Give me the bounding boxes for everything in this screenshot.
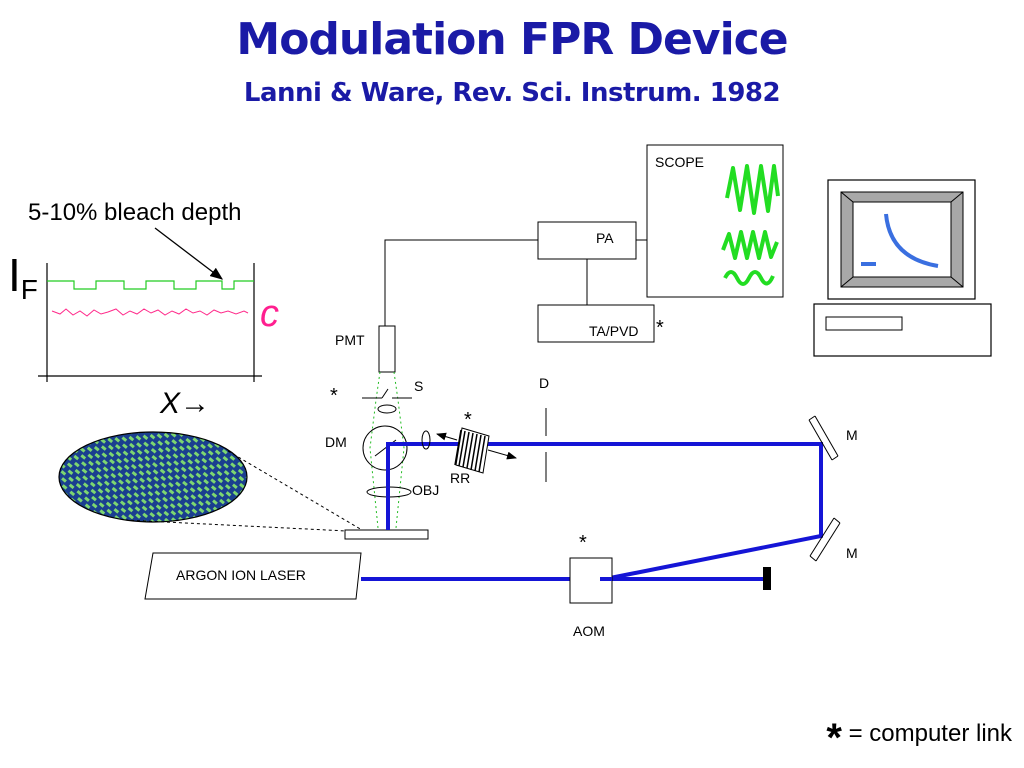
- mirror-2-front: [809, 517, 835, 557]
- mirror-2-label: M: [846, 545, 858, 561]
- page-title: Modulation FPR Device: [236, 14, 788, 65]
- ronchi-motion-arrow-right: [487, 449, 517, 460]
- pmt-label: PMT: [335, 332, 365, 348]
- beam-lens: [421, 430, 431, 450]
- slit-computer-link-mark: *: [330, 385, 338, 407]
- pa-label: PA: [596, 230, 614, 246]
- dm-label: DM: [325, 434, 347, 450]
- rr-computer-link-mark: *: [464, 409, 472, 431]
- page-subtitle: Lanni & Ware, Rev. Sci. Instrum. 1982: [243, 78, 781, 108]
- slit-blade: [381, 388, 389, 399]
- grating-line: [474, 434, 482, 472]
- pmt-to-pa-wire: [384, 239, 538, 326]
- mirror-1-label: M: [846, 427, 858, 443]
- scope-label: SCOPE: [655, 154, 704, 170]
- slit-label: S: [414, 378, 423, 394]
- bleach-depth-annotation: 5-10% bleach depth: [28, 199, 242, 226]
- concentration-trace: [51, 308, 249, 317]
- disk-drive-slot: [825, 316, 903, 331]
- aom-label: AOM: [573, 623, 605, 639]
- grating-line: [462, 431, 470, 468]
- mirror-1-edge: [808, 415, 816, 421]
- bevel-bl: [840, 276, 854, 288]
- grating-line: [478, 435, 486, 473]
- pa-box: [537, 221, 637, 260]
- grating-line: [458, 430, 466, 467]
- ronchi-motion-arrow-left: [436, 432, 458, 441]
- bevel-tr: [950, 191, 964, 203]
- pmt-box: [378, 325, 396, 373]
- tube-lens: [377, 404, 397, 414]
- laser-label: ARGON ION LASER: [176, 567, 306, 583]
- bleach-inset: 5-10% bleach depth IF c X→: [8, 199, 279, 420]
- legend-text: = computer link: [841, 720, 1012, 747]
- recovery-curve: [884, 213, 939, 268]
- position-axis-label: X→: [159, 387, 210, 420]
- tapvd-label: TA/PVD: [589, 323, 639, 339]
- mirror-2-edge: [809, 555, 817, 562]
- electronics: PA TA/PVD * SCOPE: [384, 144, 784, 343]
- fluorescence-trace: [47, 280, 254, 290]
- dm-circle: [362, 425, 408, 471]
- intensity-label: IF: [8, 249, 38, 305]
- zoom-line-bottom: [124, 519, 348, 532]
- obj-label: OBJ: [412, 482, 439, 498]
- emission-cone-left: [369, 371, 381, 529]
- beam-stop: [763, 567, 771, 590]
- rr-label: RR: [450, 470, 470, 486]
- sample-magnified: [58, 431, 363, 532]
- bevel-br: [950, 276, 964, 288]
- mirror-2-back: [815, 522, 841, 562]
- scope-wave-large: [725, 164, 780, 215]
- computer-link-legend: * = computer link: [826, 716, 1012, 761]
- mirror-1-edge-b: [831, 455, 839, 461]
- scope-wave-small: [723, 270, 775, 286]
- excitation-beam: [386, 442, 823, 582]
- mirror-1-back: [814, 415, 839, 457]
- ronchi-ruling: [436, 427, 517, 474]
- zoom-line-top: [227, 450, 363, 531]
- aom-computer-link-mark: *: [579, 532, 587, 554]
- mirror-2-edge-b: [833, 517, 841, 524]
- scope-wave-medium: [721, 230, 779, 260]
- concentration-label: c: [260, 293, 279, 335]
- sample-pattern-ellipse: [58, 431, 248, 523]
- annotation-arrow: [154, 227, 224, 280]
- laser-box: [144, 552, 362, 600]
- sample-slide: [344, 529, 429, 540]
- microscope-optics: PMT S * DM OBJ: [325, 325, 439, 540]
- grating-line: [454, 429, 462, 466]
- legend-star: *: [826, 716, 842, 760]
- laser-beam-path: M M D RR *: [144, 375, 858, 639]
- diaphragm-label: D: [539, 375, 549, 391]
- bevel-tl: [840, 191, 854, 203]
- emission-cone-right: [393, 371, 405, 529]
- computer: [813, 179, 992, 357]
- tapvd-computer-link-mark: *: [656, 317, 664, 339]
- mirror-1-front: [808, 419, 833, 461]
- grating-line: [466, 432, 474, 469]
- tapvd-box: [537, 304, 655, 343]
- grating-line: [470, 433, 478, 471]
